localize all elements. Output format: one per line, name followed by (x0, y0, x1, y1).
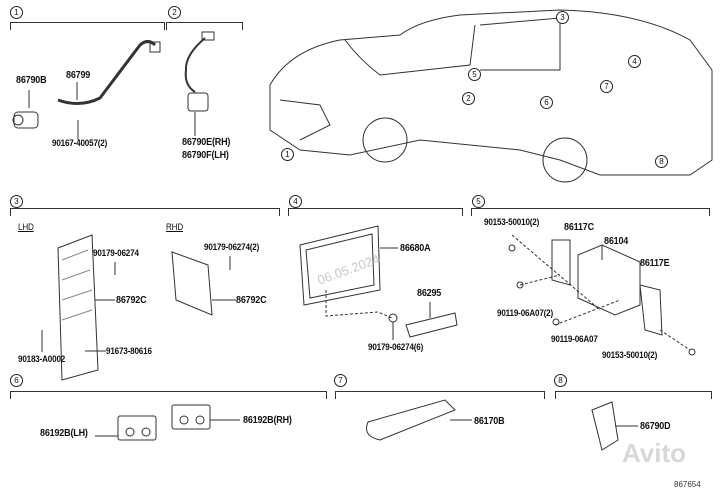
section-8-number: 8 (554, 374, 567, 387)
section-3-number: 3 (10, 195, 23, 208)
car-callout-8: 8 (655, 155, 668, 168)
car-callout-1: 1 (281, 148, 294, 161)
part-label: 90153-50010(2) (484, 217, 540, 227)
part-label: 86170B (474, 416, 505, 427)
usb-port-86192B-RH-drawing (171, 404, 211, 430)
part-label: 86295 (417, 288, 442, 299)
ecu-86792C-lhd-drawing (41, 234, 116, 381)
section-4-number: 4 (289, 195, 302, 208)
usb-port-86192B-LH-drawing (117, 415, 157, 441)
section-5-number: 5 (472, 195, 485, 208)
part-label: 86117C (564, 222, 594, 233)
part-label: 90167-40057(2) (52, 138, 108, 148)
part-label: 86790B (16, 75, 47, 86)
car-callout-7: 7 (600, 80, 613, 93)
avito-watermark: Avito (622, 438, 687, 468)
section-7-number: 7 (334, 374, 347, 387)
car-callout-6: 6 (540, 96, 553, 109)
camera-86790D-drawing (591, 401, 619, 451)
part-label: 86792C (236, 295, 267, 306)
section-8-bracket (555, 391, 712, 399)
part-label: 86192B(LH) (40, 428, 88, 439)
ecu-86792C-rhd-drawing (171, 251, 236, 316)
part-label: 86104 (604, 236, 629, 247)
part-label: 90183-A0002 (18, 354, 66, 364)
section-4-bracket (288, 208, 463, 216)
rhd-label: RHD (166, 222, 184, 232)
car-callout-3: 3 (556, 11, 569, 24)
part-label: 86792C (116, 295, 147, 306)
part-label: 86790E(RH) (182, 137, 231, 148)
section-2-number: 2 (168, 6, 181, 19)
camera-86790B-drawing (12, 111, 39, 129)
section-6-bracket (10, 391, 327, 399)
section-6-number: 6 (10, 374, 23, 387)
part-label: 86790F(LH) (182, 150, 229, 161)
part-label: 90179-06274(2) (204, 242, 260, 252)
part-label: 90179-06274(6) (368, 342, 424, 352)
cover-86295-drawing (405, 312, 458, 338)
camera-86790E-drawing (184, 37, 206, 93)
part-label: 90179-06274 (93, 248, 139, 258)
part-label: 86799 (66, 70, 91, 81)
car-callout-4: 4 (628, 55, 641, 68)
section-2-bracket (166, 22, 243, 30)
part-label: 91673-80616 (106, 346, 152, 356)
section-3-bracket (10, 208, 280, 216)
part-label: 90119-06A07 (551, 334, 598, 344)
section-5-bracket (471, 208, 710, 216)
part-label: 86790D (640, 421, 671, 432)
part-label: 90119-06A07(2) (497, 308, 554, 318)
part-label: 86117E (640, 258, 670, 269)
section-7-bracket (335, 391, 545, 399)
car-callout-2: 2 (462, 92, 475, 105)
section-1-bracket (10, 22, 165, 30)
module-86104-drawing (508, 234, 696, 356)
remote-86170B-drawing (366, 399, 456, 441)
vehicle-drawing (269, 9, 713, 183)
diagram-code: 867654 (674, 480, 701, 489)
display-86680A-drawing (299, 225, 398, 340)
part-label: 86192B(RH) (243, 415, 292, 426)
part-label: 86680A (400, 243, 431, 254)
section-1-number: 1 (10, 6, 23, 19)
part-label: 90153-50010(2) (602, 350, 658, 360)
lhd-label: LHD (18, 222, 34, 232)
car-callout-5: 5 (468, 68, 481, 81)
